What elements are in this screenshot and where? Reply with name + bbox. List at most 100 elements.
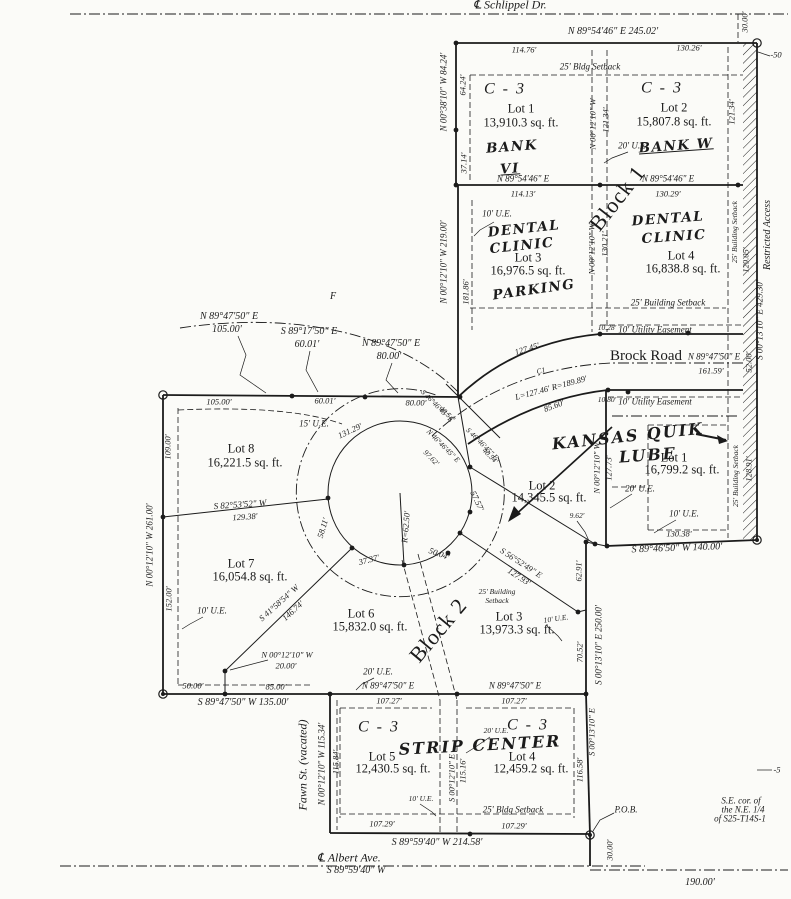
dim-dist: 70.52' (574, 641, 585, 663)
dim-bearing: N 89°54'46" E 245.02' (567, 25, 659, 37)
lot-lines (162, 383, 607, 694)
dim-bearing: N 89°47'50" E (361, 680, 415, 691)
zoning-label: C - 3 (358, 718, 400, 736)
lot-area: 16,976.5 sq. ft. (490, 263, 566, 278)
dim-bearing: N 89°47'50" E (199, 310, 259, 322)
easement-note: 20' U.E. (483, 726, 509, 736)
dim-bearing: N 00°12'10" W (587, 98, 598, 150)
dim-dist: 10.80' (597, 395, 617, 405)
dim-bearing: S 00°13'10" E 429.30' (754, 280, 765, 360)
dim-dist: 109.00' (162, 434, 173, 460)
easement-note: 10' U.E. (482, 208, 512, 219)
dim-dist: 114.76' (511, 44, 537, 55)
dim-dist: 130.26' (676, 42, 702, 53)
road-name: Brock Road (609, 348, 683, 365)
dim-bearing: N 00°38'10" W 84.24' (438, 52, 449, 132)
lot-area: 15,807.8 sq. ft. (636, 114, 712, 129)
corner-monuments (158, 38, 762, 840)
survey-points (160, 40, 741, 837)
lot-name: Lot 5 (368, 749, 396, 764)
dim-bearing: N 89°54'46" E (641, 173, 695, 184)
dim-dist: 115.16' (457, 758, 468, 784)
dim-dist: 190.00' (685, 876, 715, 888)
handwritten-note: BANK (485, 137, 539, 157)
setback-lines (177, 14, 743, 833)
dim-bearing: S 89°59'40" W 214.58' (391, 836, 483, 848)
lot-name: Lot 8 (227, 441, 255, 456)
restricted-access-hatch (743, 43, 757, 540)
setback-note: 25' Bldg Setback (482, 804, 544, 815)
lot-area: 16,799.2 sq. ft. (644, 462, 720, 477)
dim-dist: 128.91' (743, 456, 754, 482)
setback-note: 25' Building Setback (731, 444, 741, 508)
lot-area: 15,832.0 sq. ft. (332, 619, 408, 634)
lot-name: Lot 2 (660, 100, 688, 115)
stray-mark: F (329, 290, 337, 302)
leader-lines (181, 51, 772, 832)
dim-bearing: S 00°13'10" E 250.00' (593, 605, 604, 685)
dim-dist: 20.00' (275, 660, 297, 671)
dim-dist: 107.29' (369, 818, 395, 829)
street-label-fawn: Fawn St. (vacated) (295, 719, 310, 811)
dim-dist: 30.00' (739, 11, 750, 33)
dim-dist: 161.59' (698, 365, 724, 376)
dim-dist: 30.00' (604, 839, 615, 861)
street-label-schlippel: ℄ Schlippel Dr. (473, 0, 547, 12)
lot-area: 13,910.3 sq. ft. (483, 115, 559, 130)
dim-dist: 37.14' (458, 152, 469, 174)
zoning-label: C - 3 (641, 79, 683, 97)
lot-area: 16,221.5 sq. ft. (207, 455, 283, 470)
lot-name: Lot 4 (508, 749, 536, 764)
zoning-label: C - 3 (484, 80, 526, 98)
easement-note: 20' U.E. (625, 483, 655, 494)
lot-area: 12,430.5 sq. ft. (355, 761, 431, 776)
easement-note: 15' U.E. (299, 418, 329, 429)
lot-name: Lot 4 (667, 248, 695, 263)
dim-bearing: S 00°12'10" E (446, 754, 457, 802)
lot-area: 16,838.8 sq. ft. (645, 261, 721, 276)
lot-area: 13,973.3 sq. ft. (479, 622, 555, 637)
dim-bearing: N 89°47'50" E (488, 680, 542, 691)
lot-name: Lot 3 (495, 609, 523, 624)
dim-bearing: N 00°12'10" W (586, 223, 597, 275)
dim-dist: 62.91' (573, 560, 584, 582)
dim-bearing: N 00°12'10" W (261, 649, 313, 660)
easement-note: 10' U.E. (669, 508, 699, 519)
setback-note: 25' Building Setback (630, 297, 706, 308)
lot-name: Lot 1 (660, 450, 688, 465)
lot-name: Lot 7 (227, 556, 255, 571)
lot-area: 14,345.5 sq. ft. (511, 490, 587, 505)
dim-dist: 105.00' (206, 396, 232, 407)
dim-dist: 181.86' (460, 279, 471, 305)
easement-note: 20' U.E. (618, 140, 648, 151)
lot-name: Lot 6 (347, 606, 375, 621)
easement-note: 10' Utility Easement (618, 396, 692, 407)
dim-bearing: S 89°47'50" W 135.00' (197, 696, 289, 708)
dim-dist: 60.01' (314, 395, 336, 406)
margin-tick: -5 (773, 764, 781, 775)
margin-tick: -50 (770, 49, 782, 60)
easement-note: 10' Utility Easement (618, 324, 692, 335)
dim-dist: 121.34' (600, 107, 611, 133)
dim-dist: 114.13' (510, 188, 536, 199)
corner-note: of S25-T14S-1 (714, 813, 766, 824)
dim-dist: 121.34' (726, 99, 737, 125)
dim-dist: 60.01' (294, 338, 320, 350)
dim-bearing: N 00°12'10" W 219.00' (438, 220, 449, 304)
dim-bearing: N 00°12'10" W 115.34' (316, 722, 327, 806)
dim-bearing: N 89°54'46" E (496, 173, 550, 184)
dim-bearing: N 00°12'10" W (591, 442, 602, 494)
dim-dist: 107.27' (501, 695, 527, 706)
easement-note: 10' U.E. (408, 794, 434, 804)
dim-dist: 107.27' (376, 695, 402, 706)
lot-area: 16,054.8 sq. ft. (212, 569, 288, 584)
dim-dist: 107.29' (501, 820, 527, 831)
setback-note: 25' Bldg Setback (559, 61, 621, 72)
dim-bearing: N 89°47'50" E (361, 337, 421, 349)
dim-dist: 105.00' (212, 323, 242, 335)
boundary-lines (162, 42, 758, 866)
dim-dist: 64.24' (457, 74, 468, 96)
dim-dist: 116.58' (574, 757, 585, 783)
